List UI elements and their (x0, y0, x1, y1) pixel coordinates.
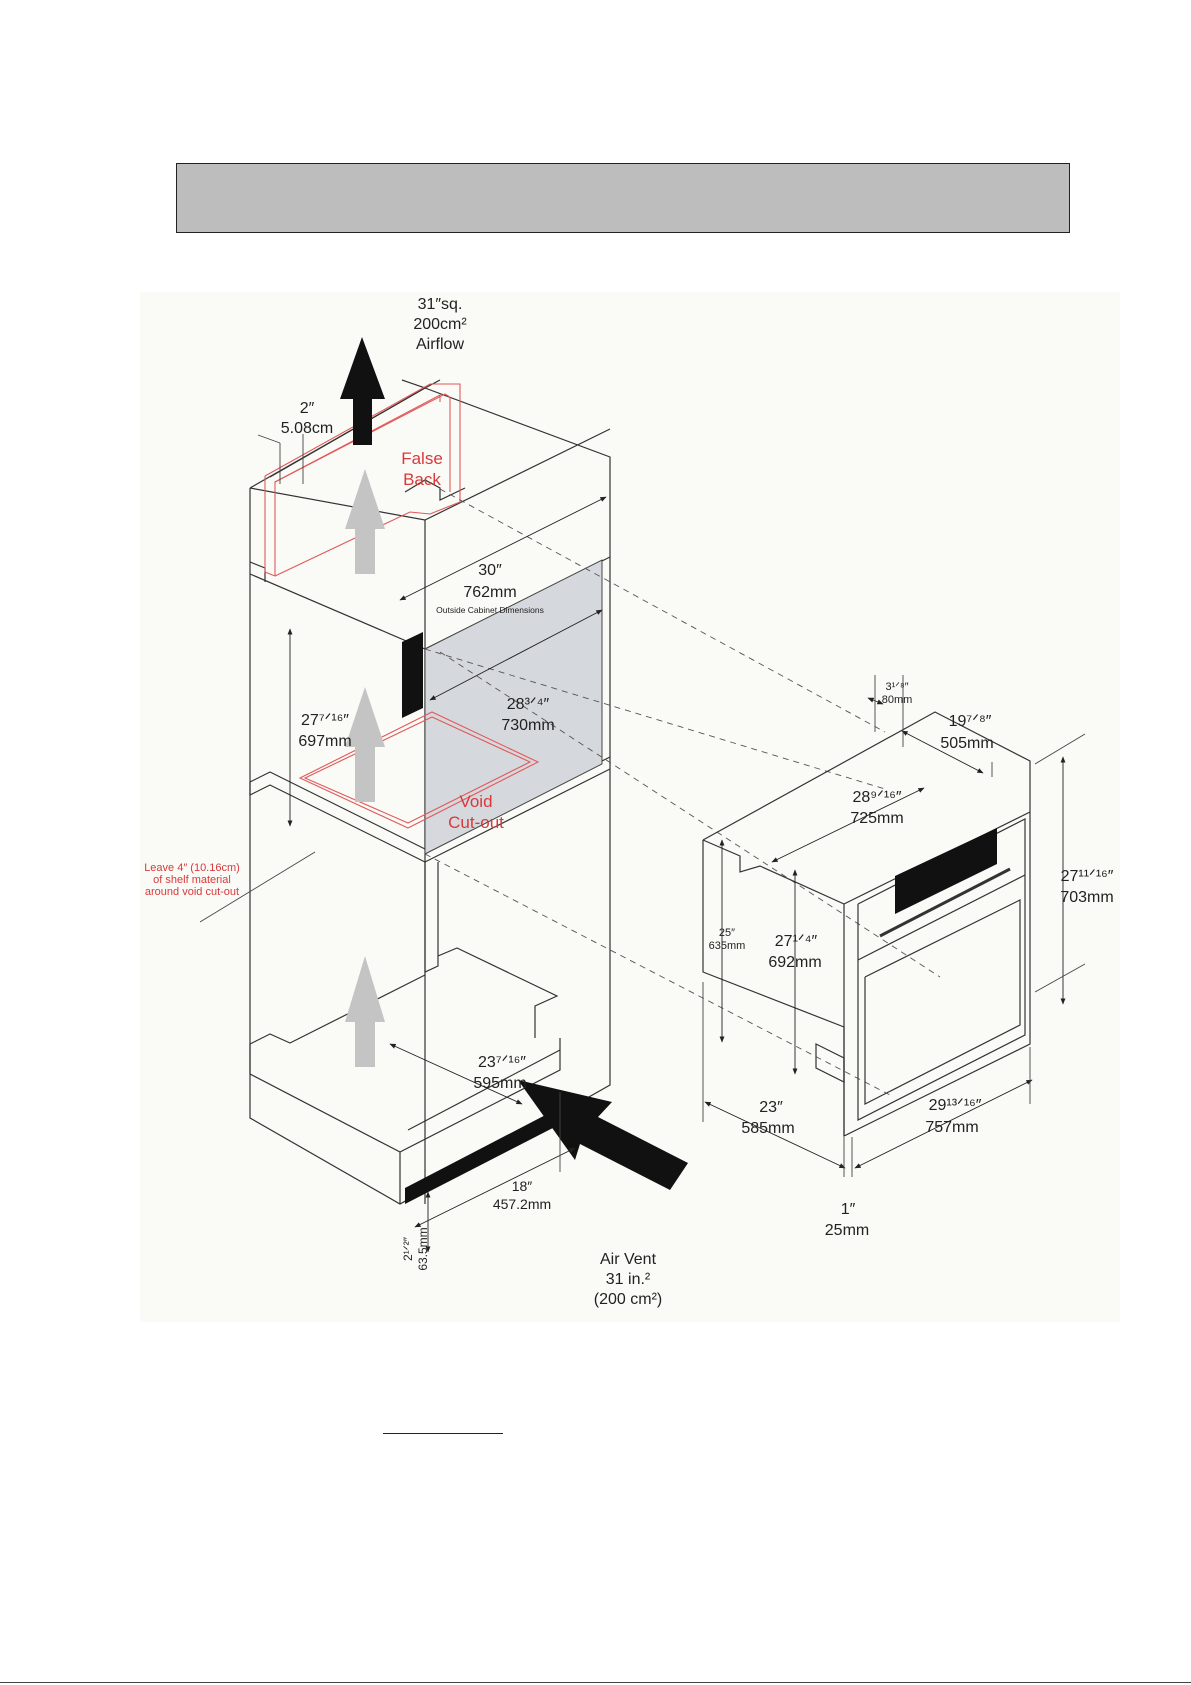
false-back-label-2: Back (403, 470, 441, 489)
oven-front-height-in-label: 27¹¹ᐟ¹⁶″ (1061, 868, 1114, 885)
vent-width-in-label: 18″ (512, 1178, 533, 1194)
diagram-canvas: 31″sq. 200cm² Airflow 2″ 5.08cm 30″ 762m… (144, 296, 1114, 1308)
toe-kick-in-label: 2¹ᐟ²″ (401, 1236, 415, 1261)
oven-panel-in-label: 3¹ᐟ⁸″ (886, 681, 909, 693)
cutout-width-in-label: 28³ᐟ⁴″ (507, 696, 550, 713)
gap-in-label: 2″ (300, 400, 315, 417)
oven-body-height-in-label: 27¹ᐟ⁴″ (775, 933, 818, 950)
door-mm-label: 25mm (825, 1222, 869, 1239)
oven-top-in-label: 19⁷ᐟ⁸″ (949, 713, 992, 730)
cutout-depth-in-label: 23⁷ᐟ¹⁶″ (478, 1054, 526, 1071)
airflow-metric-label: 200cm² (413, 316, 467, 333)
oven-drawing (702, 711, 1031, 1137)
page-bottom-rule (0, 1682, 1191, 1683)
oven-body-width-in-label: 28⁹ᐟ¹⁶″ (853, 789, 902, 806)
air-vent-in-label: 31 in.² (606, 1271, 651, 1288)
oven-panel-mm-label: 80mm (882, 694, 913, 706)
oven-back-height-mm-label: 635mm (709, 940, 746, 952)
footnote-rule (383, 1433, 503, 1434)
airflow-arrow-grey (345, 687, 385, 802)
cabinet-width-note-label: Outside Cabinet Dimensions (436, 605, 544, 615)
airflow-word-label: Airflow (416, 336, 464, 353)
door-in-label: 1″ (841, 1201, 856, 1218)
oven-front-height-mm-label: 703mm (1060, 889, 1113, 906)
air-vent-cm-label: (200 cm²) (594, 1291, 662, 1308)
false-back-label-1: False (401, 449, 443, 468)
oven-body-height-mm-label: 692mm (768, 954, 821, 971)
airflow-value-label: 31″sq. (418, 296, 463, 313)
gap-cm-label: 5.08cm (281, 420, 333, 437)
air-vent-arrow (518, 1080, 688, 1190)
cutout-height-mm-label: 697mm (298, 733, 351, 750)
cabinet-width-in-label: 30″ (478, 562, 502, 579)
void-label-1: Void (459, 792, 492, 811)
shelf-note-line-2: of shelf material (153, 874, 231, 886)
void-label-2: Cut-out (448, 813, 504, 832)
header-band (176, 163, 1070, 233)
vent-width-mm-label: 457.2mm (493, 1196, 551, 1212)
air-vent-title-label: Air Vent (600, 1251, 657, 1268)
cutout-width-mm-label: 730mm (501, 717, 554, 734)
installation-diagram: 31″sq. 200cm² Airflow 2″ 5.08cm 30″ 762m… (140, 292, 1120, 1322)
toe-kick-mm-label: 63.5mm (416, 1227, 430, 1270)
oven-front-width-mm-label: 757mm (925, 1119, 978, 1136)
shelf-note-line-3: around void cut-out (145, 886, 239, 898)
airflow-arrow-grey (345, 469, 385, 574)
oven-depth-mm-label: 585mm (741, 1120, 794, 1137)
oven-body-width-mm-label: 725mm (850, 810, 903, 827)
cabinet-width-mm-label: 762mm (463, 584, 516, 601)
oven-front-width-in-label: 29¹³ᐟ¹⁶″ (929, 1097, 982, 1114)
oven-back-height-in-label: 25″ (719, 927, 735, 939)
cutout-height-in-label: 27⁷ᐟ¹⁶″ (301, 712, 349, 729)
oven-top-mm-label: 505mm (940, 735, 993, 752)
shelf-note-line-1: Leave 4″ (10.16cm) (144, 862, 240, 874)
cutout-depth-mm-label: 595mm (473, 1075, 526, 1092)
oven-depth-in-label: 23″ (759, 1099, 783, 1116)
airflow-arrow-up (340, 337, 385, 445)
airflow-arrow-grey (345, 956, 385, 1067)
